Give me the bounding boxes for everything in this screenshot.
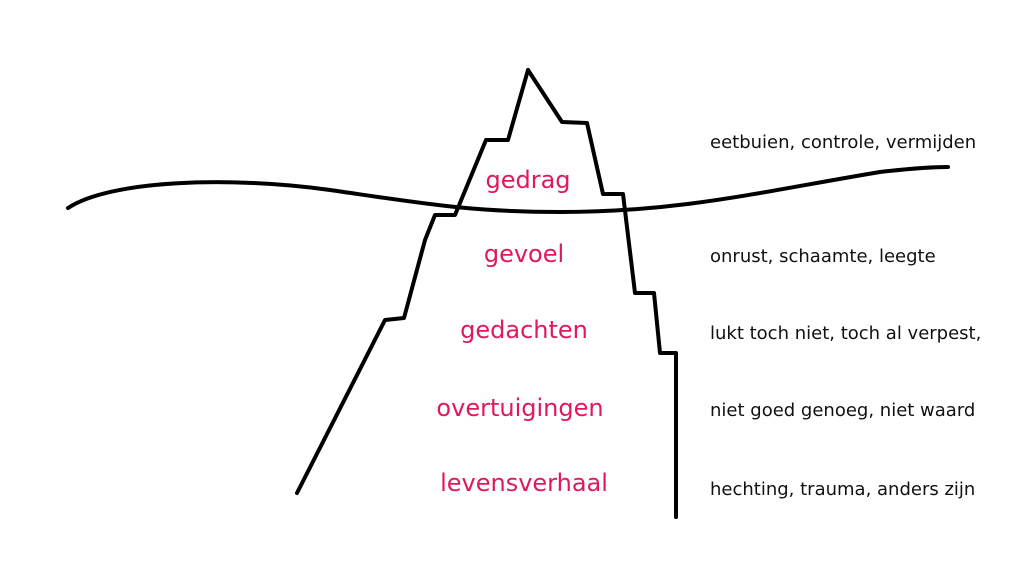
layer-label-gevoel: gevoel bbox=[483, 240, 565, 268]
layer-label-overtuigingen: overtuigingen bbox=[436, 394, 604, 422]
description-gedrag: eetbuien, controle, vermijden bbox=[710, 132, 977, 153]
layer-label-gedrag: gedrag bbox=[485, 166, 571, 194]
description-gevoel: onrust, schaamte, leegte bbox=[710, 246, 936, 267]
description-levensverhaal: hechting, trauma, anders zijn bbox=[710, 479, 976, 500]
iceberg-left-outline bbox=[295, 68, 530, 495]
waterline bbox=[66, 165, 950, 214]
layer-label-gedachten: gedachten bbox=[460, 316, 588, 344]
iceberg-right-outline bbox=[526, 68, 678, 519]
layer-label-levensverhaal: levensverhaal bbox=[440, 469, 608, 497]
description-gedachten: lukt toch niet, toch al verpest, bbox=[710, 323, 982, 344]
description-overtuigingen: niet goed genoeg, niet waard bbox=[710, 400, 976, 421]
